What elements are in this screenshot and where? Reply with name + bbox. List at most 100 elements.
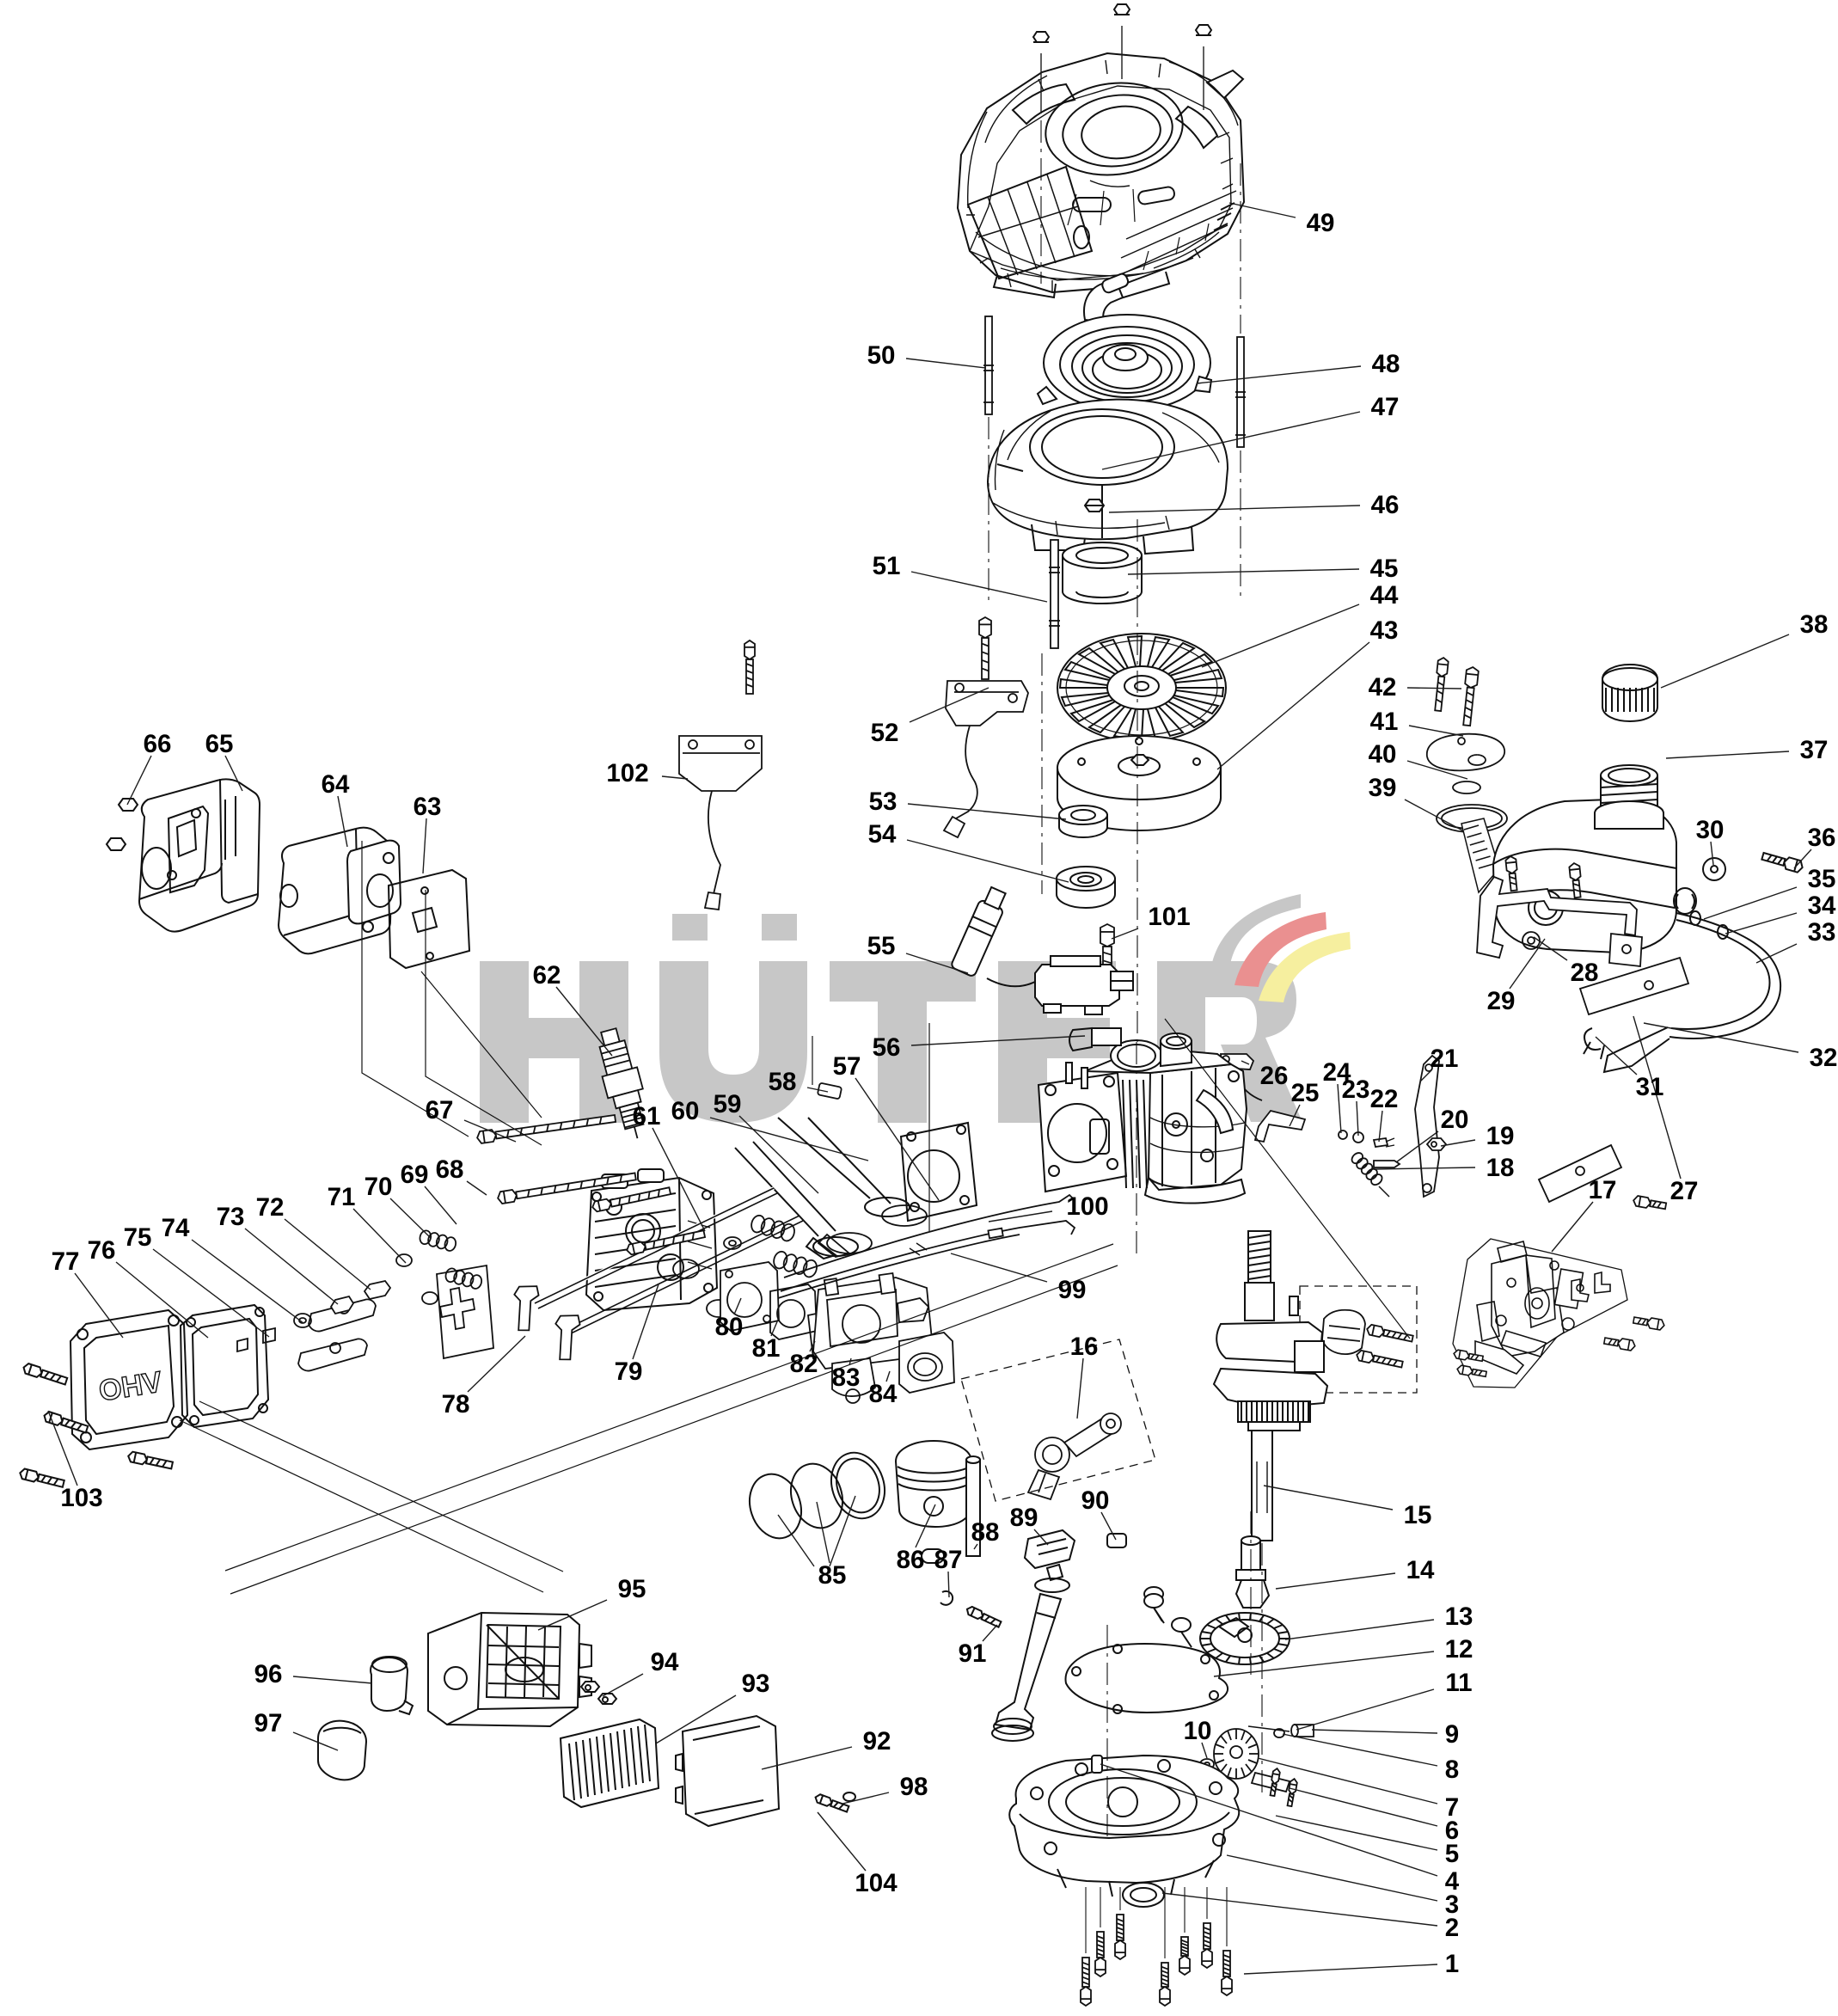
svg-text:74: 74 [162,1214,190,1242]
svg-text:3: 3 [1445,1890,1459,1919]
svg-text:63: 63 [414,793,442,821]
svg-text:39: 39 [1369,774,1397,802]
svg-text:90: 90 [1081,1486,1110,1515]
svg-text:89: 89 [1010,1504,1038,1532]
svg-text:11: 11 [1445,1669,1472,1697]
svg-text:80: 80 [715,1313,744,1341]
svg-text:101: 101 [1148,903,1190,931]
svg-text:41: 41 [1370,708,1399,736]
svg-text:47: 47 [1371,393,1400,421]
svg-text:20: 20 [1441,1106,1469,1134]
svg-text:5: 5 [1445,1840,1459,1868]
svg-text:87: 87 [934,1546,963,1574]
svg-text:37: 37 [1800,736,1829,764]
svg-text:34: 34 [1808,892,1836,920]
svg-text:64: 64 [322,770,350,799]
svg-text:48: 48 [1372,350,1400,378]
svg-text:16: 16 [1070,1333,1099,1361]
svg-text:45: 45 [1370,555,1399,583]
svg-text:8: 8 [1445,1756,1459,1784]
svg-text:86: 86 [897,1546,925,1574]
svg-text:61: 61 [633,1102,661,1131]
svg-text:100: 100 [1066,1192,1108,1221]
svg-text:55: 55 [867,932,896,960]
svg-text:1: 1 [1445,1950,1459,1978]
svg-text:12: 12 [1445,1635,1473,1664]
svg-text:43: 43 [1370,616,1399,645]
svg-text:19: 19 [1486,1122,1515,1150]
svg-text:30: 30 [1696,816,1725,844]
svg-text:25: 25 [1291,1079,1320,1107]
svg-text:76: 76 [88,1236,116,1265]
svg-text:51: 51 [873,552,901,580]
svg-text:40: 40 [1369,740,1397,769]
svg-text:42: 42 [1369,673,1397,702]
svg-text:103: 103 [60,1484,102,1512]
svg-text:98: 98 [900,1773,928,1801]
svg-text:22: 22 [1370,1085,1399,1113]
svg-text:65: 65 [205,730,234,758]
svg-text:57: 57 [833,1052,861,1081]
svg-text:69: 69 [401,1161,429,1189]
svg-text:96: 96 [254,1660,283,1688]
svg-text:84: 84 [869,1380,898,1408]
svg-text:83: 83 [832,1363,861,1392]
svg-text:38: 38 [1800,610,1829,639]
svg-text:17: 17 [1589,1176,1617,1204]
svg-text:2: 2 [1445,1914,1459,1942]
svg-text:4: 4 [1445,1867,1460,1896]
svg-text:54: 54 [868,820,897,849]
svg-text:102: 102 [606,759,648,787]
svg-text:46: 46 [1371,491,1400,519]
svg-text:14: 14 [1406,1556,1435,1584]
svg-text:104: 104 [855,1869,898,1897]
svg-text:15: 15 [1404,1501,1432,1529]
svg-text:75: 75 [124,1223,152,1252]
svg-text:68: 68 [436,1155,464,1184]
svg-text:97: 97 [254,1709,283,1737]
svg-text:24: 24 [1323,1058,1351,1087]
svg-text:26: 26 [1260,1062,1289,1090]
svg-text:85: 85 [818,1561,847,1590]
svg-text:28: 28 [1571,959,1599,987]
svg-text:99: 99 [1058,1276,1087,1304]
svg-text:31: 31 [1636,1073,1664,1101]
svg-text:66: 66 [144,730,172,758]
svg-text:53: 53 [869,787,898,816]
svg-text:71: 71 [328,1183,356,1211]
svg-text:56: 56 [873,1033,901,1062]
svg-text:21: 21 [1431,1045,1459,1073]
svg-text:44: 44 [1370,581,1399,610]
svg-text:10: 10 [1184,1717,1212,1745]
svg-text:9: 9 [1445,1720,1459,1749]
svg-text:62: 62 [533,961,561,990]
svg-text:81: 81 [752,1334,781,1363]
svg-text:82: 82 [790,1350,818,1378]
svg-text:35: 35 [1808,865,1836,893]
svg-text:67: 67 [426,1096,454,1124]
svg-text:58: 58 [769,1068,797,1096]
svg-text:6: 6 [1445,1817,1459,1845]
svg-text:32: 32 [1810,1044,1838,1072]
svg-text:93: 93 [742,1670,770,1698]
svg-text:73: 73 [217,1203,245,1231]
svg-text:13: 13 [1445,1602,1473,1631]
svg-text:50: 50 [867,341,896,370]
svg-text:72: 72 [256,1193,285,1222]
svg-text:18: 18 [1486,1154,1515,1182]
svg-text:70: 70 [365,1173,393,1201]
svg-text:23: 23 [1342,1075,1370,1104]
svg-text:78: 78 [442,1390,470,1419]
svg-text:33: 33 [1808,918,1836,947]
svg-text:49: 49 [1307,209,1335,237]
svg-text:94: 94 [651,1648,679,1676]
svg-text:59: 59 [714,1090,742,1118]
svg-text:60: 60 [671,1097,700,1125]
svg-text:27: 27 [1670,1177,1699,1205]
svg-text:79: 79 [615,1357,643,1386]
svg-text:52: 52 [871,719,899,747]
svg-text:88: 88 [971,1518,1000,1547]
svg-text:95: 95 [618,1575,646,1603]
svg-text:91: 91 [959,1639,987,1668]
svg-text:77: 77 [52,1247,80,1276]
